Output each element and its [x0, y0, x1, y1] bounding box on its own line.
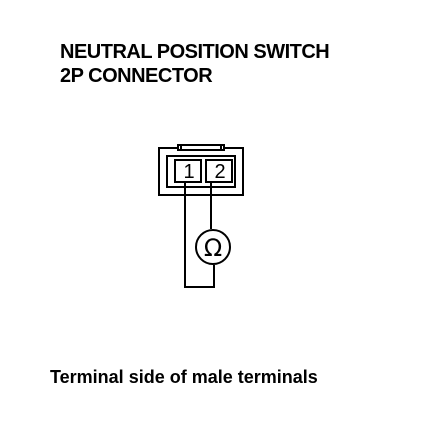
- title-line-2: 2P CONNECTOR: [60, 65, 213, 87]
- diagram-caption: Terminal side of male terminals: [50, 367, 318, 387]
- pin-1-box: [174, 159, 202, 183]
- ohmmeter-icon: Ω: [195, 229, 231, 265]
- title-line-1: NEUTRAL POSITION SWITCH: [60, 41, 330, 63]
- housing-inner: [166, 155, 236, 188]
- pin-2-label: 2: [214, 161, 225, 183]
- ohmmeter-circle: [195, 229, 231, 265]
- pin-boxes: [174, 159, 233, 183]
- test-leads: [184, 182, 215, 288]
- connector-housing: [158, 144, 244, 196]
- pin-1-label: 1: [183, 161, 194, 183]
- ohm-symbol: Ω: [204, 234, 222, 262]
- pin-2-box: [205, 159, 233, 183]
- lead-pin-1: [184, 182, 215, 288]
- diagram-title: NEUTRAL POSITION SWITCH 2P CONNECTOR: [60, 40, 330, 88]
